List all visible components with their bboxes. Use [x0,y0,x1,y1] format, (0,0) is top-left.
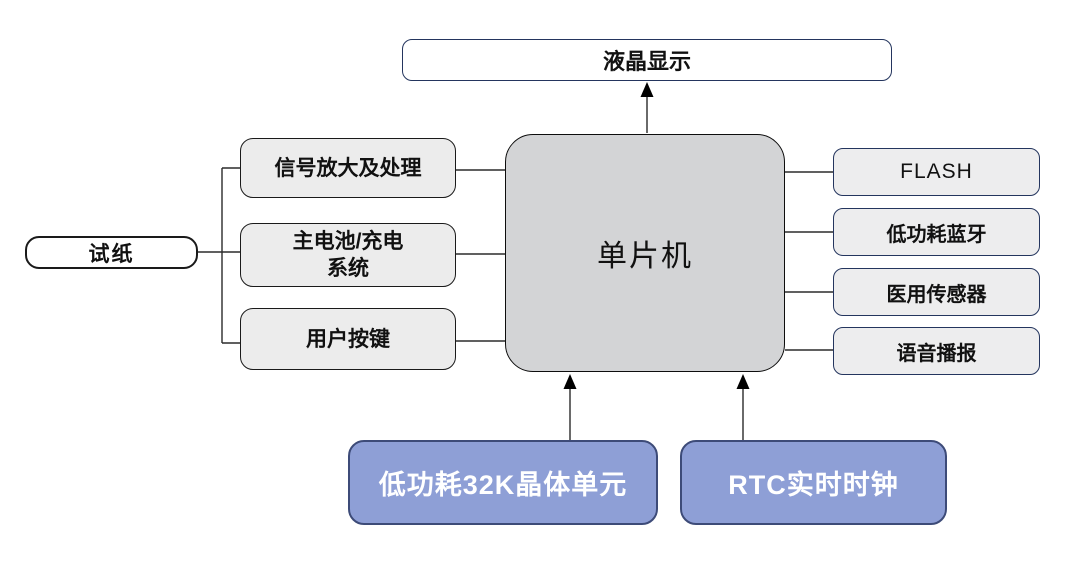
node-32k-crystal: 低功耗32K晶体单元 [348,440,658,525]
connector-group [198,95,833,440]
node-test-strip: 试纸 [25,236,198,269]
node-signal-amplify: 信号放大及处理 [240,138,456,198]
node-low-power-ble: 低功耗蓝牙 [833,208,1040,256]
arrowhead-crystal-to-mcu [563,374,577,389]
arrowhead-rtc-to-mcu [736,374,750,389]
node-user-buttons: 用户按键 [240,308,456,370]
node-medical-sensor: 医用传感器 [833,268,1040,316]
node-lcd-display: 液晶显示 [402,39,892,81]
arrowhead-to-lcd [640,82,654,97]
node-rtc-clock: RTC实时时钟 [680,440,947,525]
node-battery-charging: 主电池/充电 系统 [240,223,456,287]
arrowheads [563,82,750,389]
node-voice-broadcast: 语音播报 [833,327,1040,375]
node-flash: FLASH [833,148,1040,196]
node-mcu: 单片机 [505,134,785,372]
